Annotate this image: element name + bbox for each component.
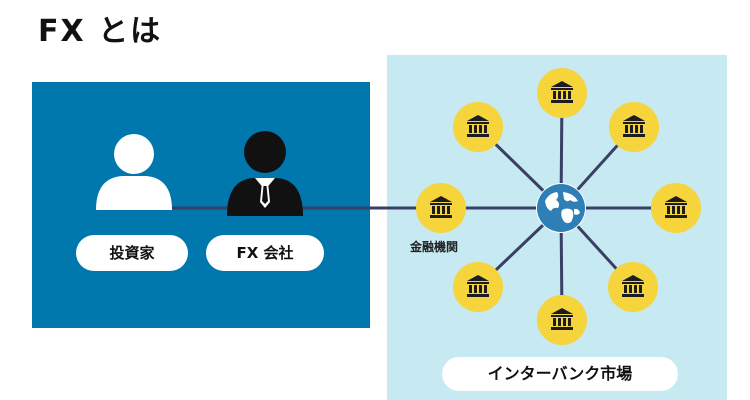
globe-hub bbox=[536, 183, 586, 233]
financial-institution-caption: 金融機関 bbox=[410, 240, 459, 254]
bank-node-left-institution bbox=[416, 183, 466, 233]
globe-icon bbox=[537, 184, 585, 232]
bank-building-icon bbox=[622, 275, 644, 297]
bank-building-icon bbox=[665, 196, 687, 218]
bank-node-top-left bbox=[453, 102, 503, 152]
interbank-market-label: インターバンク市場 bbox=[442, 357, 678, 391]
page-title: FX とは bbox=[38, 14, 163, 49]
investor-label: 投資家 bbox=[76, 235, 188, 271]
bank-node-bottom-right bbox=[608, 262, 658, 312]
bank-building-icon bbox=[551, 81, 573, 103]
client-panel bbox=[32, 82, 370, 328]
bank-building-icon bbox=[623, 115, 645, 137]
bank-building-icon bbox=[430, 196, 452, 218]
bank-node-right bbox=[651, 183, 701, 233]
bank-node-top-right bbox=[609, 102, 659, 152]
bank-node-top bbox=[537, 68, 587, 118]
bank-building-icon bbox=[467, 115, 489, 137]
bank-building-icon bbox=[467, 275, 489, 297]
bank-node-bottom-left bbox=[453, 262, 503, 312]
broker-businessman-icon bbox=[227, 131, 303, 216]
bank-node-bottom bbox=[537, 295, 587, 345]
bank-building-icon bbox=[551, 308, 573, 330]
investor-person-icon bbox=[96, 134, 172, 210]
broker-label: FX 会社 bbox=[206, 235, 324, 271]
